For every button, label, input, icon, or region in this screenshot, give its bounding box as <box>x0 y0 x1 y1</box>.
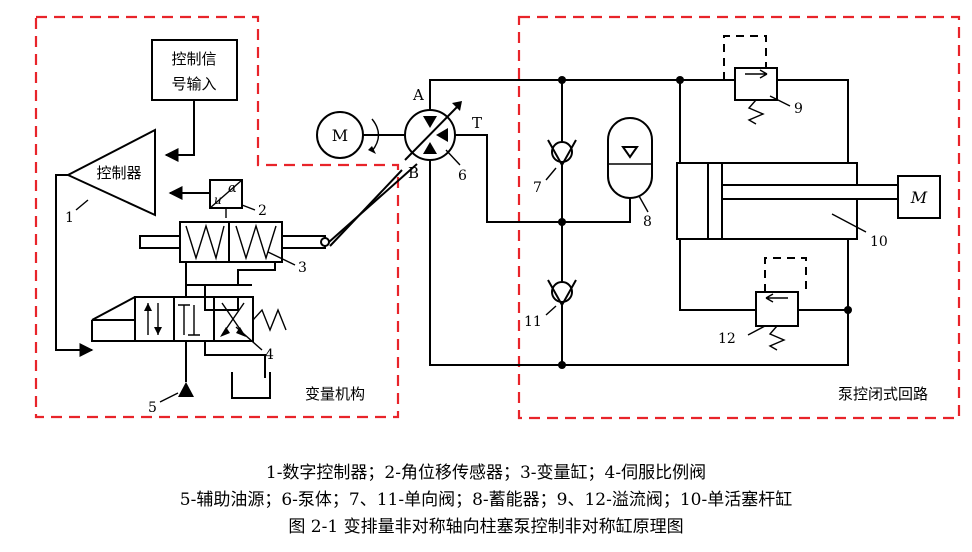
signal-input-label-2: 号输入 <box>171 75 216 93</box>
port-t: T <box>472 114 482 132</box>
label-9: 9 <box>794 101 803 117</box>
label-6: 6 <box>458 168 467 184</box>
label-7: 7 <box>533 180 542 196</box>
motor-right <box>897 175 941 219</box>
controller-label: 控制器 <box>96 164 141 182</box>
motor-right-label: M <box>910 188 928 207</box>
label-10: 10 <box>870 234 888 250</box>
relief-valve-9 <box>734 67 778 101</box>
schematic-diagram: 控制信 号输入 控制器 1 α u 2 3 4 5 变量 <box>34 15 961 420</box>
caption-title: 图 2-1 变排量非对称轴向柱塞泵控制非对称缸原理图 <box>288 517 684 537</box>
variable-mechanism-boundary <box>34 15 400 419</box>
label-8: 8 <box>643 214 652 230</box>
region-label-variable-mechanism: 变量机构 <box>305 385 365 403</box>
port-b: B <box>408 164 419 182</box>
label-12: 12 <box>718 331 736 347</box>
label-2: 2 <box>258 203 267 219</box>
sensor-u: u <box>214 193 222 207</box>
region-label-pump-closed-loop: 泵控闭式回路 <box>838 385 928 403</box>
caption-line-2: 5-辅助油源；6-泵体；7、11-单向阀；8-蓄能器；9、12-溢流阀；10-单… <box>179 490 793 510</box>
motor-left-label: M <box>332 126 348 145</box>
aux-oil-source <box>178 382 194 397</box>
relief-valve-12 <box>755 291 799 327</box>
controller-block <box>65 128 156 217</box>
label-4: 4 <box>265 347 274 363</box>
label-1: 1 <box>65 210 74 226</box>
label-5: 5 <box>148 400 157 416</box>
single-rod-cylinder <box>676 162 858 240</box>
pump-closed-loop-boundary <box>517 15 961 420</box>
caption-line-1: 1-数字控制器；2-角位移传感器；3-变量缸；4-伺服比例阀 <box>265 463 707 483</box>
port-a: A <box>412 86 424 104</box>
label-11: 11 <box>524 314 542 330</box>
sensor-alpha: α <box>228 181 237 196</box>
signal-input-label-1: 控制信 <box>171 50 216 68</box>
label-3: 3 <box>298 260 307 276</box>
